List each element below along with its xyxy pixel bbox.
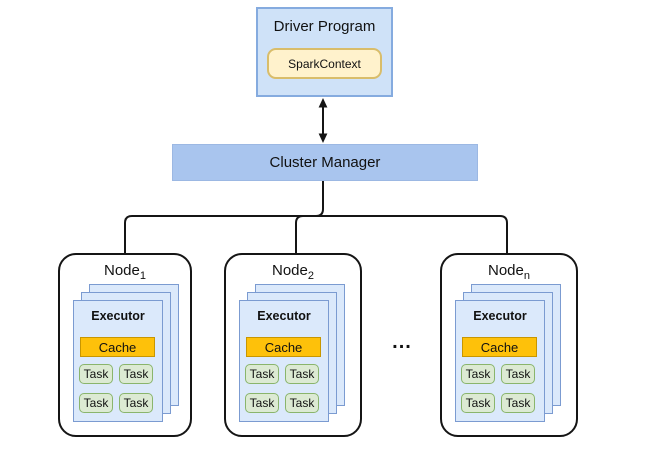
cache-box: Cache — [246, 337, 321, 357]
task-box: Task — [245, 364, 279, 384]
executor-box: Executor Cache Task Task Task Task — [73, 300, 163, 422]
node-box: Node1 Executor Cache Task Task Task Task — [58, 253, 192, 437]
executor-box: Executor Cache Task Task Task Task — [239, 300, 329, 422]
task-grid: Task Task Task Task — [245, 364, 319, 413]
node-name: Node — [104, 262, 140, 279]
node-box: Node2 Executor Cache Task Task Task Task — [224, 253, 362, 437]
node-label: Node2 — [226, 262, 360, 282]
task-box: Task — [119, 393, 153, 413]
cluster-manager-box: Cluster Manager — [172, 144, 478, 181]
executor-stack: Executor Cache Task Task Task Task — [239, 284, 346, 424]
task-box: Task — [461, 364, 495, 384]
task-grid: Task Task Task Task — [461, 364, 535, 413]
executor-label: Executor — [257, 309, 311, 323]
cluster-node-links — [124, 181, 508, 253]
task-box: Task — [285, 393, 319, 413]
cache-box: Cache — [80, 337, 155, 357]
task-box: Task — [501, 364, 535, 384]
task-box: Task — [501, 393, 535, 413]
driver-program-box: Driver Program SparkContext — [256, 7, 393, 97]
executor-stack: Executor Cache Task Task Task Task — [73, 284, 180, 424]
task-box: Task — [119, 364, 153, 384]
task-grid: Task Task Task Task — [79, 364, 153, 413]
node-label: Node1 — [60, 262, 190, 282]
executor-box: Executor Cache Task Task Task Task — [455, 300, 545, 422]
node-name: Node — [488, 262, 524, 279]
node-subscript: 2 — [307, 270, 314, 282]
cache-box: Cache — [462, 337, 537, 357]
task-box: Task — [79, 364, 113, 384]
task-box: Task — [461, 393, 495, 413]
node-label: Noden — [442, 262, 576, 282]
sparkcontext-box: SparkContext — [267, 48, 382, 79]
task-box: Task — [79, 393, 113, 413]
task-box: Task — [285, 364, 319, 384]
node-name: Node — [272, 262, 308, 279]
driver-cluster-arrow — [318, 98, 328, 143]
node-box: Noden Executor Cache Task Task Task Task — [440, 253, 578, 437]
node-subscript: 1 — [139, 270, 146, 282]
task-box: Task — [245, 393, 279, 413]
executor-label: Executor — [473, 309, 527, 323]
nodes-ellipsis: ... — [392, 331, 412, 353]
executor-stack: Executor Cache Task Task Task Task — [455, 284, 562, 424]
cluster-manager-label: Cluster Manager — [269, 154, 381, 171]
executor-label: Executor — [91, 309, 145, 323]
driver-program-label: Driver Program — [273, 18, 376, 35]
node-subscript: n — [523, 270, 530, 282]
